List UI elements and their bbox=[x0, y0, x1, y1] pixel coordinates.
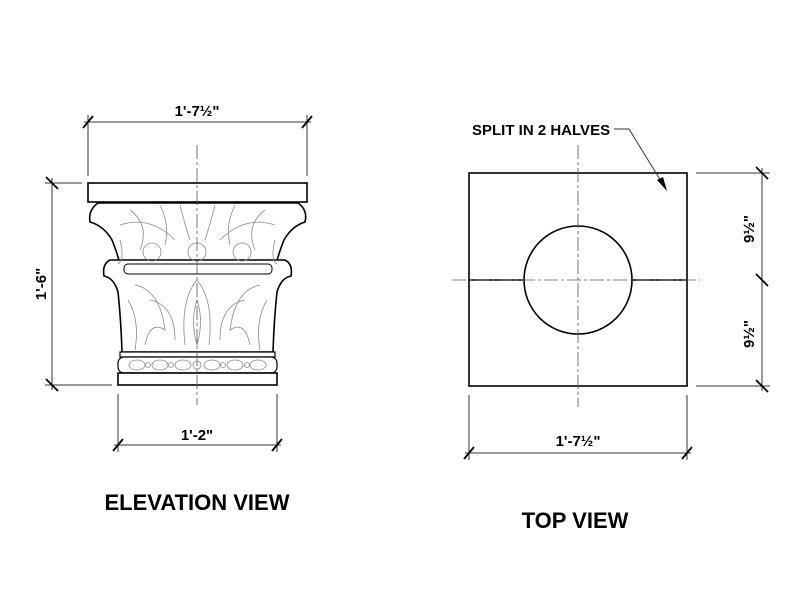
leader-line bbox=[614, 128, 665, 187]
leader-arrow-icon bbox=[657, 177, 667, 191]
dimension-label: 1'-7½" bbox=[556, 433, 601, 450]
dimension-label-lower: 9½" bbox=[741, 320, 758, 348]
dimension-label: 1'-6" bbox=[33, 268, 50, 300]
dimension-label-upper: 9½" bbox=[741, 215, 758, 243]
elevation-view: 1'-7½" 1'-6" 1'-2" bbox=[33, 103, 313, 515]
dimension-width: 1'-7½" bbox=[463, 395, 693, 460]
dimension-top-width: 1'-7½" bbox=[82, 103, 313, 176]
dimension-label: 1'-2" bbox=[181, 427, 213, 444]
view-title: ELEVATION VIEW bbox=[105, 490, 290, 515]
top-view: SPLIT IN 2 HALVES 9½" 9½" 1'-7½" TOP VIE… bbox=[452, 122, 770, 533]
split-note: SPLIT IN 2 HALVES bbox=[472, 122, 610, 139]
dimension-height: 1'-6" bbox=[33, 176, 112, 392]
dimension-label: 1'-7½" bbox=[175, 103, 220, 120]
dimension-halves: 9½" 9½" bbox=[696, 166, 770, 393]
view-title: TOP VIEW bbox=[522, 508, 629, 533]
column-capital bbox=[87, 182, 308, 386]
dimension-bottom-width: 1'-2" bbox=[112, 394, 283, 452]
abacus-slab bbox=[87, 182, 308, 203]
